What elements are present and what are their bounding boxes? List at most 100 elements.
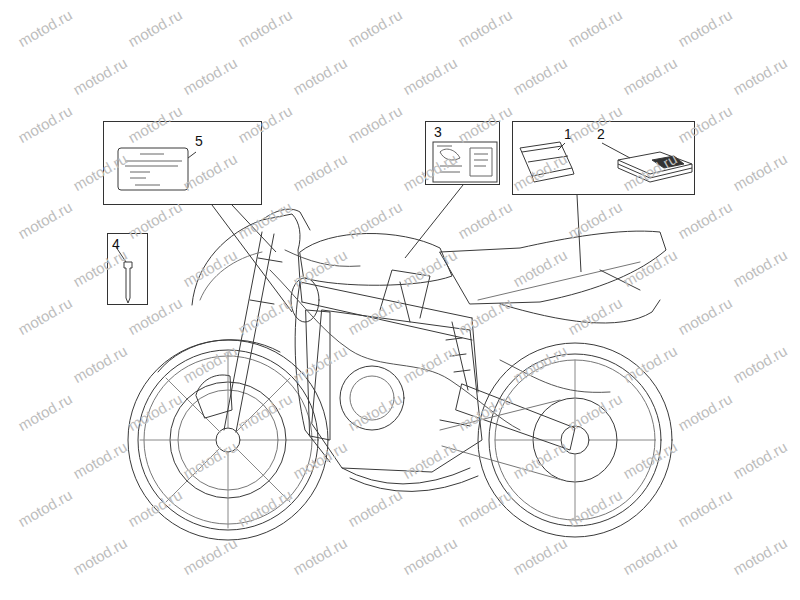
watermark: motod.ru bbox=[16, 295, 75, 338]
watermark: motod.ru bbox=[236, 7, 295, 50]
watermark: motod.ru bbox=[731, 55, 790, 98]
callout-number: 5 bbox=[195, 134, 203, 148]
leader-line bbox=[602, 143, 630, 158]
exhaust bbox=[342, 468, 478, 492]
watermark: motod.ru bbox=[346, 199, 405, 242]
watermark: motod.ru bbox=[126, 295, 185, 338]
watermark: motod.ru bbox=[71, 343, 130, 386]
front-fender bbox=[158, 340, 280, 372]
swingarm bbox=[456, 384, 575, 450]
watermark: motod.ru bbox=[401, 439, 460, 482]
watermark: motod.ru bbox=[456, 199, 515, 242]
radiator bbox=[306, 310, 330, 440]
watermark: motod.ru bbox=[731, 535, 790, 578]
watermark: motod.ru bbox=[181, 55, 240, 98]
watermark: motod.ru bbox=[181, 343, 240, 386]
watermark: motod.ru bbox=[401, 151, 460, 194]
watermark: motod.ru bbox=[181, 439, 240, 482]
watermark: motod.ru bbox=[401, 535, 460, 578]
watermark: motod.ru bbox=[291, 55, 350, 98]
watermark: motod.ru bbox=[236, 103, 295, 146]
tail-section bbox=[440, 231, 666, 304]
watermark: motod.ru bbox=[236, 391, 295, 434]
leader-line bbox=[405, 185, 463, 258]
tool-bag-lines bbox=[522, 146, 574, 182]
rear-spokes bbox=[495, 360, 655, 520]
watermark: motod.ru bbox=[456, 295, 515, 338]
callout-number: 2 bbox=[597, 127, 605, 141]
watermark: motod.ru bbox=[346, 295, 405, 338]
callout-number: 1 bbox=[564, 127, 572, 141]
windscreen bbox=[262, 209, 310, 230]
watermark: motod.ru bbox=[291, 343, 350, 386]
wiring-harness bbox=[285, 250, 360, 266]
rear-rim-inner bbox=[495, 360, 655, 520]
watermark: motod.ru bbox=[566, 487, 625, 530]
watermark: motod.ru bbox=[181, 247, 240, 290]
watermark: motod.ru bbox=[291, 247, 350, 290]
frame bbox=[300, 282, 478, 392]
front-fairing bbox=[192, 214, 330, 462]
watermark: motod.ru bbox=[456, 103, 515, 146]
tail-underside bbox=[500, 300, 660, 323]
watermark: motod.ru bbox=[676, 7, 735, 50]
watermark: motod.ru bbox=[236, 487, 295, 530]
watermark: motod.ru bbox=[71, 151, 130, 194]
rear-rim bbox=[489, 354, 661, 526]
watermark: motod.ru bbox=[566, 199, 625, 242]
watermark: motod.ru bbox=[71, 535, 130, 578]
watermark: motod.ru bbox=[566, 295, 625, 338]
watermark: motod.ru bbox=[401, 55, 460, 98]
watermark: motod.ru bbox=[621, 247, 680, 290]
watermark: motod.ru bbox=[511, 343, 570, 386]
watermark: motod.ru bbox=[621, 439, 680, 482]
watermark: motod.ru bbox=[731, 343, 790, 386]
watermark: motod.ru bbox=[16, 391, 75, 434]
watermark: motod.ru bbox=[126, 7, 185, 50]
watermark: motod.ru bbox=[126, 487, 185, 530]
chain bbox=[440, 400, 562, 480]
watermark: motod.ru bbox=[401, 343, 460, 386]
watermark: motod.ru bbox=[621, 343, 680, 386]
watermark: motod.ru bbox=[456, 391, 515, 434]
callout-box: 4 bbox=[107, 233, 148, 305]
watermark: motod.ru bbox=[181, 535, 240, 578]
watermark: motod.ru bbox=[16, 199, 75, 242]
watermark: motod.ru bbox=[346, 487, 405, 530]
watermark: motod.ru bbox=[511, 535, 570, 578]
leader-line bbox=[188, 152, 196, 158]
watermark: motod.ru bbox=[16, 103, 75, 146]
watermark: motod.ru bbox=[511, 439, 570, 482]
watermark: motod.ru bbox=[621, 535, 680, 578]
rear-tire bbox=[478, 343, 672, 537]
watermark: motod.ru bbox=[291, 151, 350, 194]
clutch-cover-inner bbox=[350, 376, 394, 420]
watermark: motod.ru bbox=[346, 391, 405, 434]
subframe bbox=[478, 262, 640, 300]
watermark: motod.ru bbox=[566, 391, 625, 434]
sticker bbox=[118, 148, 188, 190]
front-spokes bbox=[140, 352, 316, 528]
watermark: motod.ru bbox=[621, 55, 680, 98]
watermark: motod.ru bbox=[676, 103, 735, 146]
front-tire bbox=[128, 340, 328, 540]
clutch-cover bbox=[340, 366, 404, 430]
cylinder bbox=[380, 270, 430, 322]
front-fork bbox=[224, 232, 282, 432]
watermark: motod.ru bbox=[126, 199, 185, 242]
watermark: motod.ru bbox=[126, 391, 185, 434]
footpeg bbox=[440, 270, 640, 426]
watermark: motod.ru bbox=[236, 295, 295, 338]
manual-cover-picture bbox=[652, 156, 684, 168]
callout-number: 3 bbox=[434, 125, 442, 139]
callout-box: 5 bbox=[103, 121, 262, 205]
watermark: motod.ru bbox=[566, 103, 625, 146]
sticker-lines bbox=[125, 154, 182, 185]
watermark: motod.ru bbox=[731, 151, 790, 194]
watermark: motod.ru bbox=[16, 487, 75, 530]
watermark: motod.ru bbox=[236, 199, 295, 242]
front-caliper bbox=[196, 375, 232, 418]
callout-number: 4 bbox=[112, 237, 120, 251]
wiring-harness bbox=[270, 270, 520, 430]
